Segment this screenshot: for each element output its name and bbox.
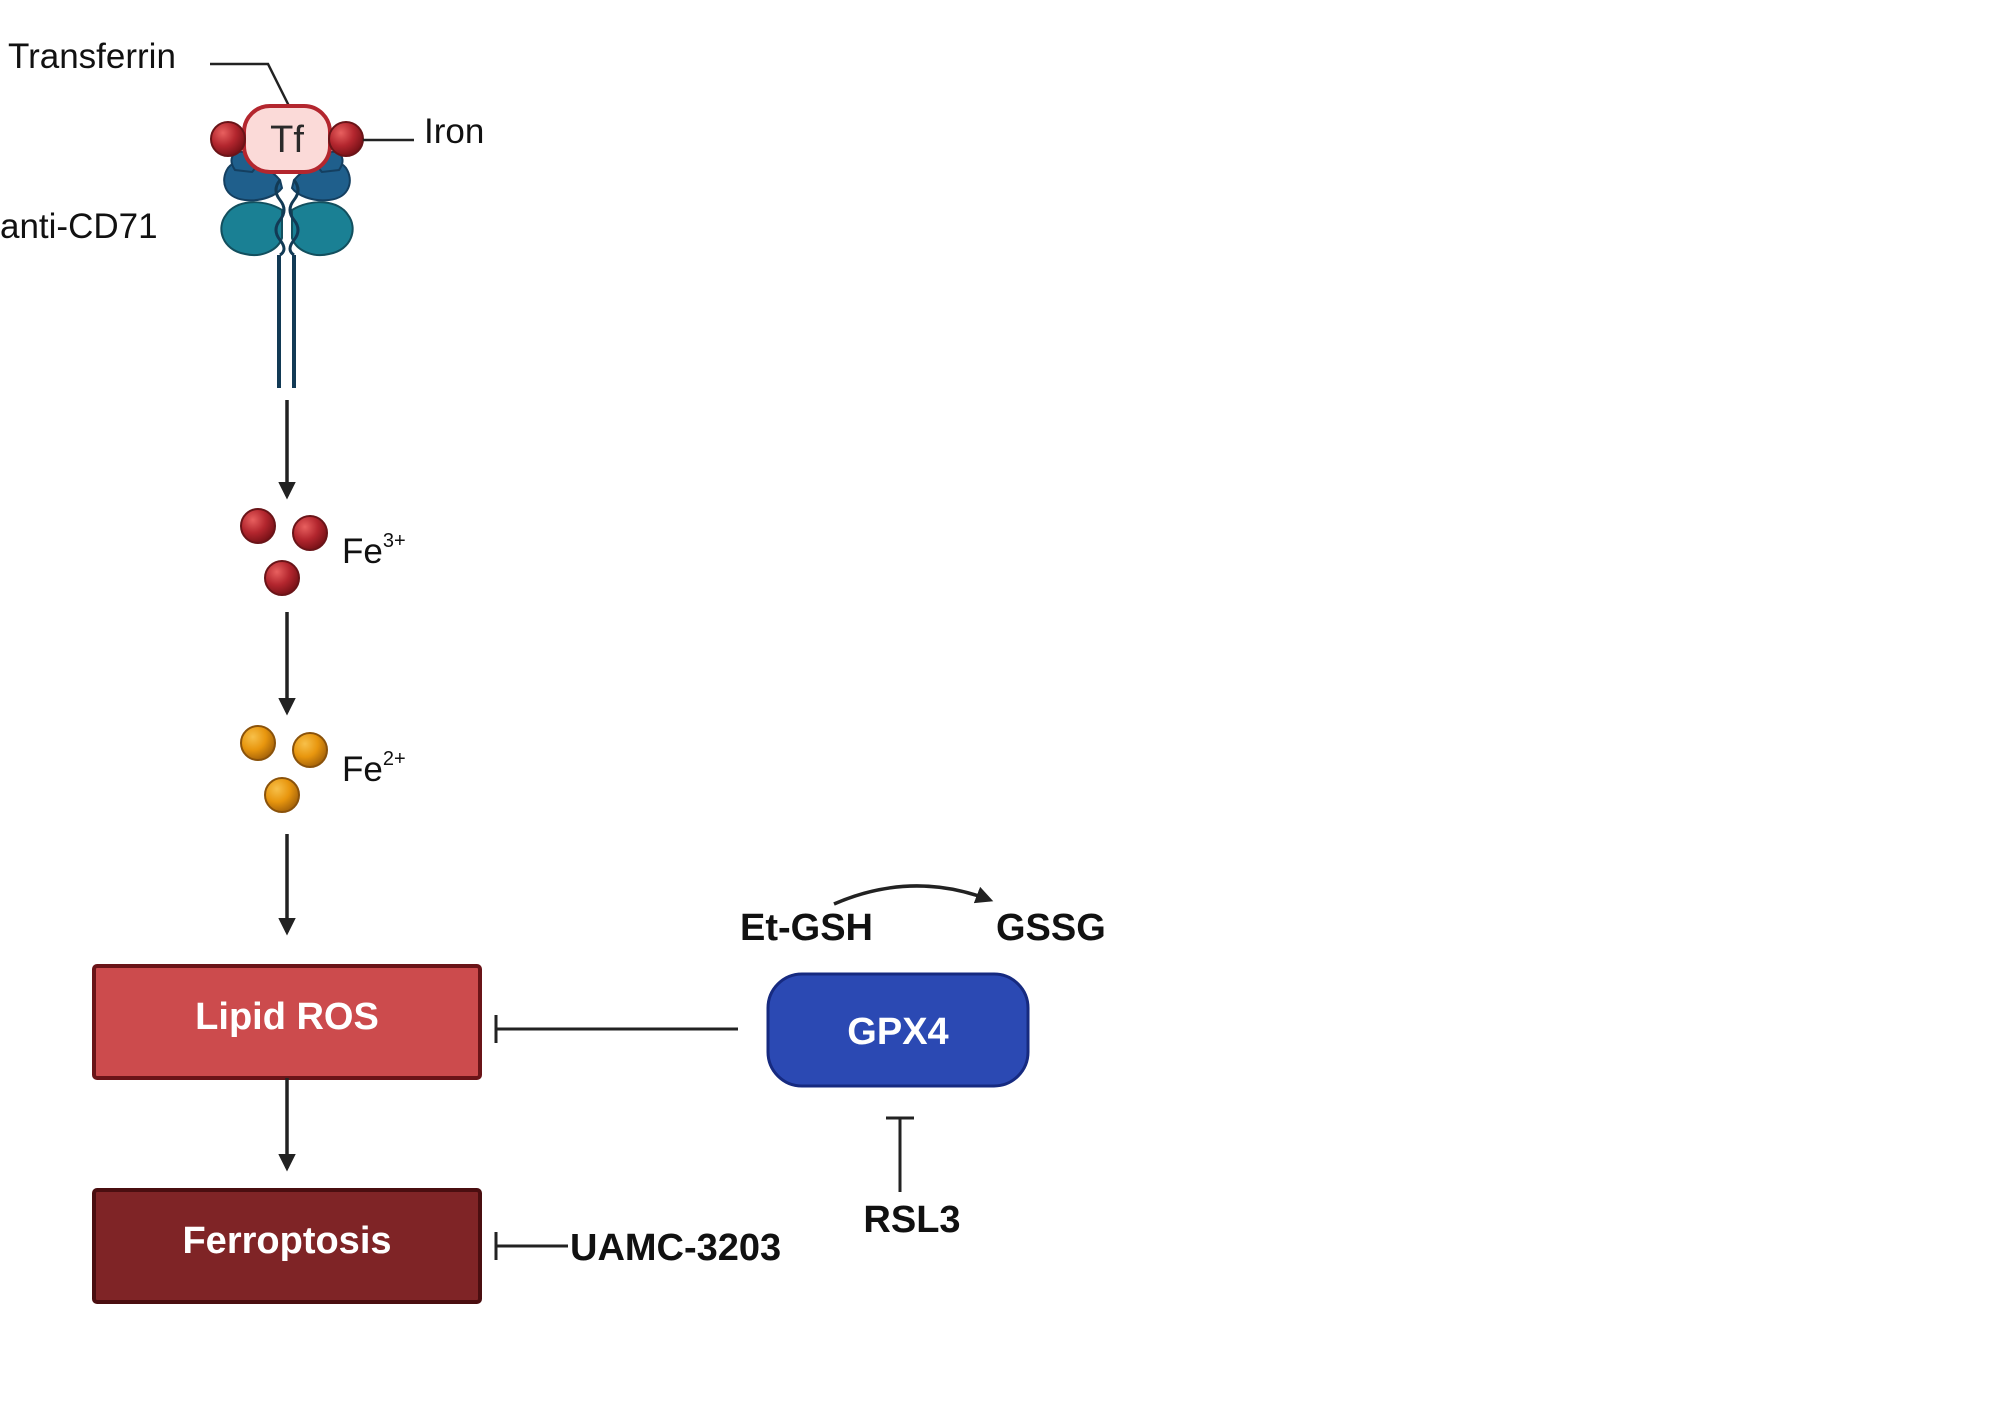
- lipid-ros-label: Lipid ROS: [195, 996, 379, 1038]
- gpx4-label: GPX4: [847, 1011, 948, 1053]
- uamc-label: UAMC-3203: [570, 1227, 781, 1269]
- iron-sphere-icon: [328, 121, 364, 157]
- rsl3-label: RSL3: [863, 1199, 960, 1241]
- transferrin-label: Transferrin: [8, 37, 176, 76]
- et-gsh-label: Et-GSH: [740, 907, 873, 949]
- fe3-base: Fe: [342, 532, 383, 571]
- fe3-label: Fe3+: [342, 530, 406, 571]
- transferrin-leader-line: [210, 62, 292, 109]
- gssg-label: GSSG: [996, 907, 1106, 949]
- iron-sphere-icon: [264, 560, 300, 596]
- iron-sphere-icon: [240, 508, 276, 544]
- fe3-cluster: [240, 508, 328, 596]
- fe2-label: Fe2+: [342, 748, 406, 789]
- ferroptosis-label: Ferroptosis: [182, 1220, 391, 1262]
- iron-label: Iron: [424, 112, 484, 151]
- tf-label: Tf: [270, 119, 304, 161]
- iron-sphere-icon: [292, 732, 328, 768]
- cd71-receptor-icon: [220, 150, 354, 388]
- ferroptosis-box: [92, 1188, 482, 1304]
- iron-sphere-icon: [292, 515, 328, 551]
- fe2-cluster: [240, 725, 328, 813]
- iron-sphere-icon: [210, 121, 246, 157]
- fe2-base: Fe: [342, 750, 383, 789]
- fe3-superscript: 3+: [383, 530, 406, 552]
- fe2-superscript: 2+: [383, 748, 406, 770]
- glutathione-conversion-arrow: [833, 884, 994, 906]
- iron-sphere-icon: [240, 725, 276, 761]
- gpx4-box: [766, 972, 1030, 1088]
- iron-sphere-icon: [264, 777, 300, 813]
- anti-cd71-label: anti-CD71: [0, 207, 158, 246]
